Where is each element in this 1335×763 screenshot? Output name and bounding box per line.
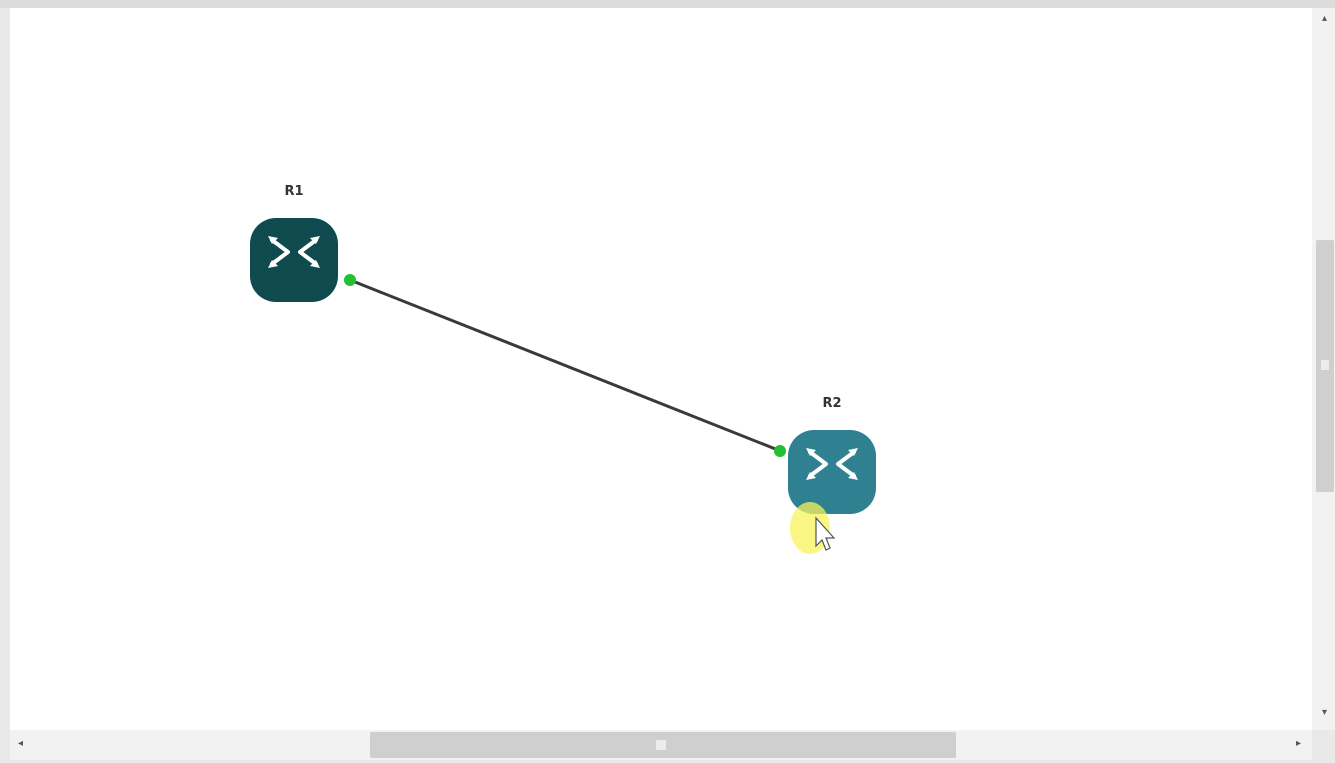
- horizontal-scrollbar[interactable]: ◂ ▸: [10, 730, 1312, 760]
- scroll-up-icon[interactable]: ▴: [1322, 13, 1328, 24]
- router-r1[interactable]: R1: [246, 184, 342, 302]
- vertical-scrollbar[interactable]: ▴ ▾: [1312, 8, 1335, 730]
- vertical-scroll-thumb[interactable]: [1316, 240, 1334, 492]
- grip-icon: [656, 740, 666, 750]
- router-icon: [250, 218, 338, 302]
- router-icon: [788, 430, 876, 514]
- scrollbar-corner: [1312, 730, 1335, 763]
- link-endpoint-r1-status: [344, 274, 356, 286]
- horizontal-scroll-thumb[interactable]: [370, 732, 956, 758]
- router-r2[interactable]: R2: [784, 396, 880, 514]
- link-r1-r2[interactable]: [349, 278, 784, 454]
- link-endpoint-r2-status: [774, 445, 786, 457]
- link-layer: [344, 274, 786, 457]
- topology-canvas[interactable]: R1 R2: [10, 8, 1312, 730]
- grip-icon: [1321, 360, 1329, 370]
- router-r2-label: R2: [822, 396, 842, 411]
- top-border: [0, 0, 1335, 8]
- scroll-left-icon[interactable]: ◂: [18, 738, 24, 749]
- router-r1-label: R1: [284, 184, 304, 199]
- scroll-right-icon[interactable]: ▸: [1296, 738, 1302, 749]
- mouse-cursor-icon: [790, 502, 836, 554]
- scroll-down-icon[interactable]: ▾: [1322, 707, 1328, 718]
